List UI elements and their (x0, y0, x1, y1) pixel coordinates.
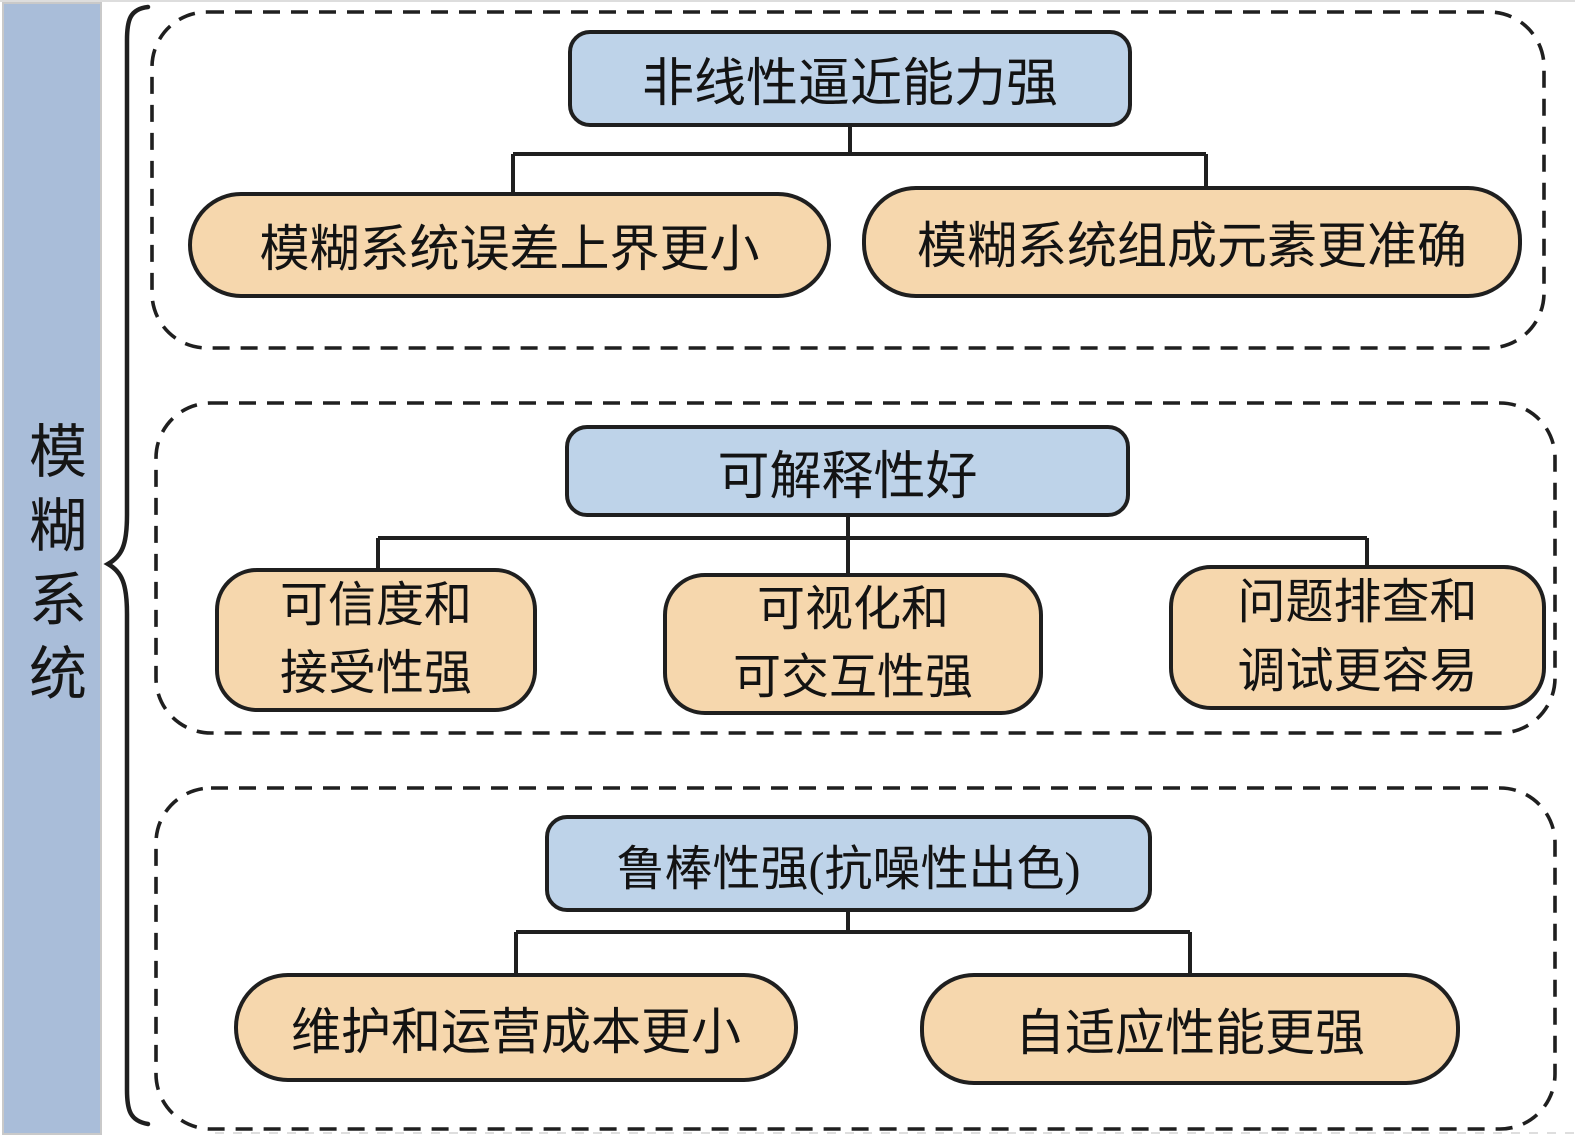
child-node-troubleshooting-debugging: 问题排查和 调试更容易 (1169, 565, 1546, 710)
parent-node-interpretability: 可解释性好 (565, 425, 1130, 517)
brace (103, 4, 151, 1127)
child-node-components-accuracy: 模糊系统组成元素更准确 (862, 186, 1522, 298)
parent-node-nonlinear-approximation: 非线性逼近能力强 (568, 30, 1132, 127)
root-node-label: 模糊系统 (20, 420, 85, 717)
parent-node-robustness: 鲁棒性强(抗噪性出色) (545, 815, 1152, 912)
child-node-error-upper-bound: 模糊系统误差上界更小 (188, 192, 831, 298)
child-node-adaptive-performance: 自适应性能更强 (920, 973, 1460, 1085)
root-node-bar: 模糊系统 (2, 2, 102, 1135)
child-node-visualization-interactivity: 可视化和 可交互性强 (663, 573, 1043, 715)
child-node-maintenance-cost: 维护和运营成本更小 (234, 973, 798, 1082)
child-node-credibility-acceptance: 可信度和 接受性强 (215, 568, 537, 712)
